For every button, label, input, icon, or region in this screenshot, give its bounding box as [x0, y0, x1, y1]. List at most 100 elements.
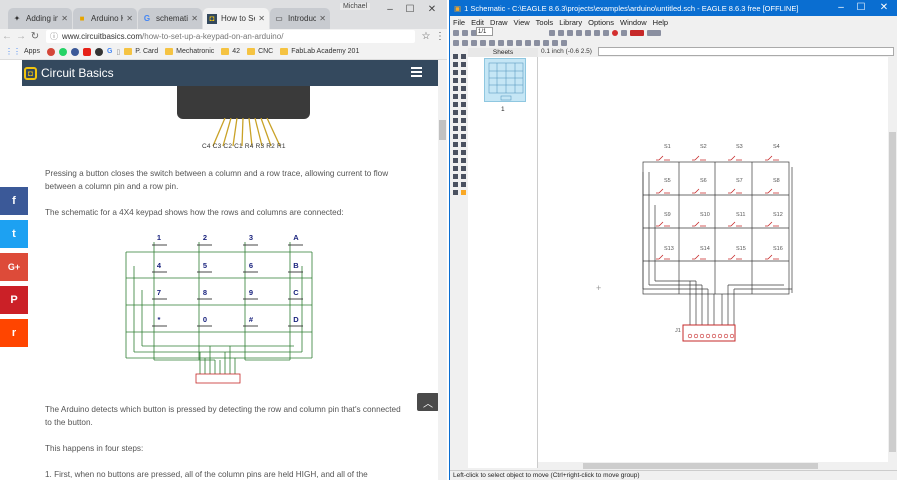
reload-icon[interactable]: ↻: [30, 31, 40, 42]
grid-icon[interactable]: [453, 40, 459, 46]
scrollbar-thumb[interactable]: [583, 463, 818, 469]
close-window-icon[interactable]: ✕: [427, 4, 437, 15]
layer-icon[interactable]: [630, 30, 644, 36]
gplus-share-icon[interactable]: G+: [0, 253, 28, 281]
close-icon[interactable]: ✕: [258, 14, 265, 23]
script-icon[interactable]: [647, 30, 661, 36]
change-icon[interactable]: [552, 40, 558, 46]
reddit-share-icon[interactable]: r: [0, 319, 28, 347]
menu-draw[interactable]: Draw: [490, 17, 508, 27]
canvas-horizontal-scrollbar[interactable]: [538, 462, 888, 470]
gmail-icon[interactable]: [46, 47, 55, 56]
print-icon[interactable]: [471, 30, 477, 36]
github-icon[interactable]: [94, 47, 103, 56]
tab-adding-in[interactable]: ✦ Adding in ✕: [8, 8, 72, 29]
menu-library[interactable]: Library: [559, 17, 583, 27]
menu-view[interactable]: View: [513, 17, 530, 27]
tab-introduction[interactable]: ▭ Introducti ✕: [270, 8, 330, 29]
url-input[interactable]: ⓘ www.circuitbasics.com/how-to-set-up-a-…: [46, 30, 415, 43]
close-icon[interactable]: ✕: [126, 14, 133, 23]
scrollbar-thumb[interactable]: [889, 132, 896, 452]
bookmark-42[interactable]: 42: [221, 48, 240, 55]
close-icon[interactable]: ✕: [61, 14, 68, 23]
messenger-icon[interactable]: [70, 47, 79, 56]
tab-schematic[interactable]: G schematic ✕: [138, 8, 202, 29]
open-icon[interactable]: [453, 30, 459, 36]
key-7: 7: [157, 288, 161, 297]
copy-icon[interactable]: [516, 40, 522, 46]
sheet-thumbnail[interactable]: [484, 58, 526, 102]
site-logo[interactable]: ◘ Circuit Basics: [24, 66, 114, 80]
circuit-logo-icon: ◘: [24, 66, 37, 80]
facebook-share-icon[interactable]: f: [0, 187, 28, 215]
menu-tools[interactable]: Tools: [535, 17, 554, 27]
page-scrollbar[interactable]: [438, 60, 447, 480]
show-icon[interactable]: [480, 40, 486, 46]
circuit-icon: ◘: [207, 13, 217, 24]
command-line-input[interactable]: [598, 47, 894, 56]
youtube-icon[interactable]: [82, 47, 91, 56]
go-icon[interactable]: [621, 30, 627, 36]
zoom-fit-icon[interactable]: [549, 30, 555, 36]
tool-icons[interactable]: [452, 54, 470, 214]
bookmark-mechatronic[interactable]: Mechatronic: [165, 48, 214, 55]
stop-icon[interactable]: [612, 30, 618, 36]
close-window-icon[interactable]: ✕: [879, 2, 889, 13]
twitter-share-icon[interactable]: t: [0, 220, 28, 248]
settings-icon[interactable]: [561, 40, 567, 46]
scroll-to-top-button[interactable]: ︿: [417, 393, 439, 411]
switch-s5-label: S5: [664, 178, 671, 184]
switch-s15-label: S15: [736, 246, 746, 252]
minimize-icon[interactable]: –: [387, 4, 393, 15]
redo-icon[interactable]: [603, 30, 609, 36]
maximize-icon[interactable]: ☐: [405, 4, 415, 15]
rotate-icon[interactable]: [534, 40, 540, 46]
menu-options[interactable]: Options: [588, 17, 614, 27]
mirror-icon[interactable]: [525, 40, 531, 46]
zoom-select-icon[interactable]: [576, 30, 582, 36]
whatsapp-icon[interactable]: [58, 47, 67, 56]
back-icon[interactable]: ←: [2, 31, 12, 42]
apps-grid-icon: ⋮⋮: [5, 47, 21, 56]
move-icon[interactable]: [507, 40, 513, 46]
minimize-icon[interactable]: –: [838, 2, 844, 13]
layer-settings-icon[interactable]: [462, 40, 468, 46]
display-icon[interactable]: [489, 40, 495, 46]
menu-help[interactable]: Help: [652, 17, 669, 27]
bookmark-fablab[interactable]: FabLab Academy 201: [280, 48, 359, 55]
pinterest-share-icon[interactable]: P: [0, 286, 28, 314]
group-icon[interactable]: [543, 40, 549, 46]
google-bookmark-icon[interactable]: G: [106, 48, 113, 55]
key-d: D: [293, 315, 299, 324]
folder-icon: [247, 48, 256, 55]
scrollbar-thumb[interactable]: [439, 120, 446, 140]
redraw-icon[interactable]: [585, 30, 591, 36]
hamburger-menu-icon[interactable]: [411, 67, 422, 77]
canvas-vertical-scrollbar[interactable]: [888, 57, 897, 462]
bookmark-apps[interactable]: ⋮⋮Apps: [5, 47, 40, 56]
bookmark-p-card[interactable]: P. Card: [124, 48, 158, 55]
sheet-select[interactable]: 1/1: [476, 27, 493, 36]
zoom-in-icon[interactable]: [558, 30, 564, 36]
tab-arduino[interactable]: ■ Arduino K ✕: [73, 8, 137, 29]
zoom-out-icon[interactable]: [567, 30, 573, 36]
address-bar-row: ← → ↻ ⓘ www.circuitbasics.com/how-to-set…: [0, 29, 447, 44]
tab-how-to-set[interactable]: ◘ How to Se ✕: [203, 8, 269, 29]
menu-dots-icon[interactable]: ⋮: [435, 31, 445, 42]
page-bookmark-icon[interactable]: ▯: [116, 48, 121, 56]
close-icon[interactable]: ✕: [191, 14, 198, 23]
menu-window[interactable]: Window: [619, 17, 647, 27]
profile-button[interactable]: Michael: [340, 3, 371, 10]
forward-icon[interactable]: →: [16, 31, 26, 42]
info-icon[interactable]: [471, 40, 477, 46]
menu-edit[interactable]: Edit: [471, 17, 485, 27]
star-icon[interactable]: ☆: [421, 31, 431, 42]
mark-icon[interactable]: [498, 40, 504, 46]
menu-file[interactable]: File: [453, 17, 466, 27]
save-icon[interactable]: [462, 30, 468, 36]
close-icon[interactable]: ✕: [319, 14, 326, 23]
maximize-icon[interactable]: ☐: [856, 2, 866, 13]
undo-icon[interactable]: [594, 30, 600, 36]
schematic-canvas[interactable]: +: [538, 57, 888, 462]
bookmark-cnc[interactable]: CNC: [247, 48, 273, 55]
